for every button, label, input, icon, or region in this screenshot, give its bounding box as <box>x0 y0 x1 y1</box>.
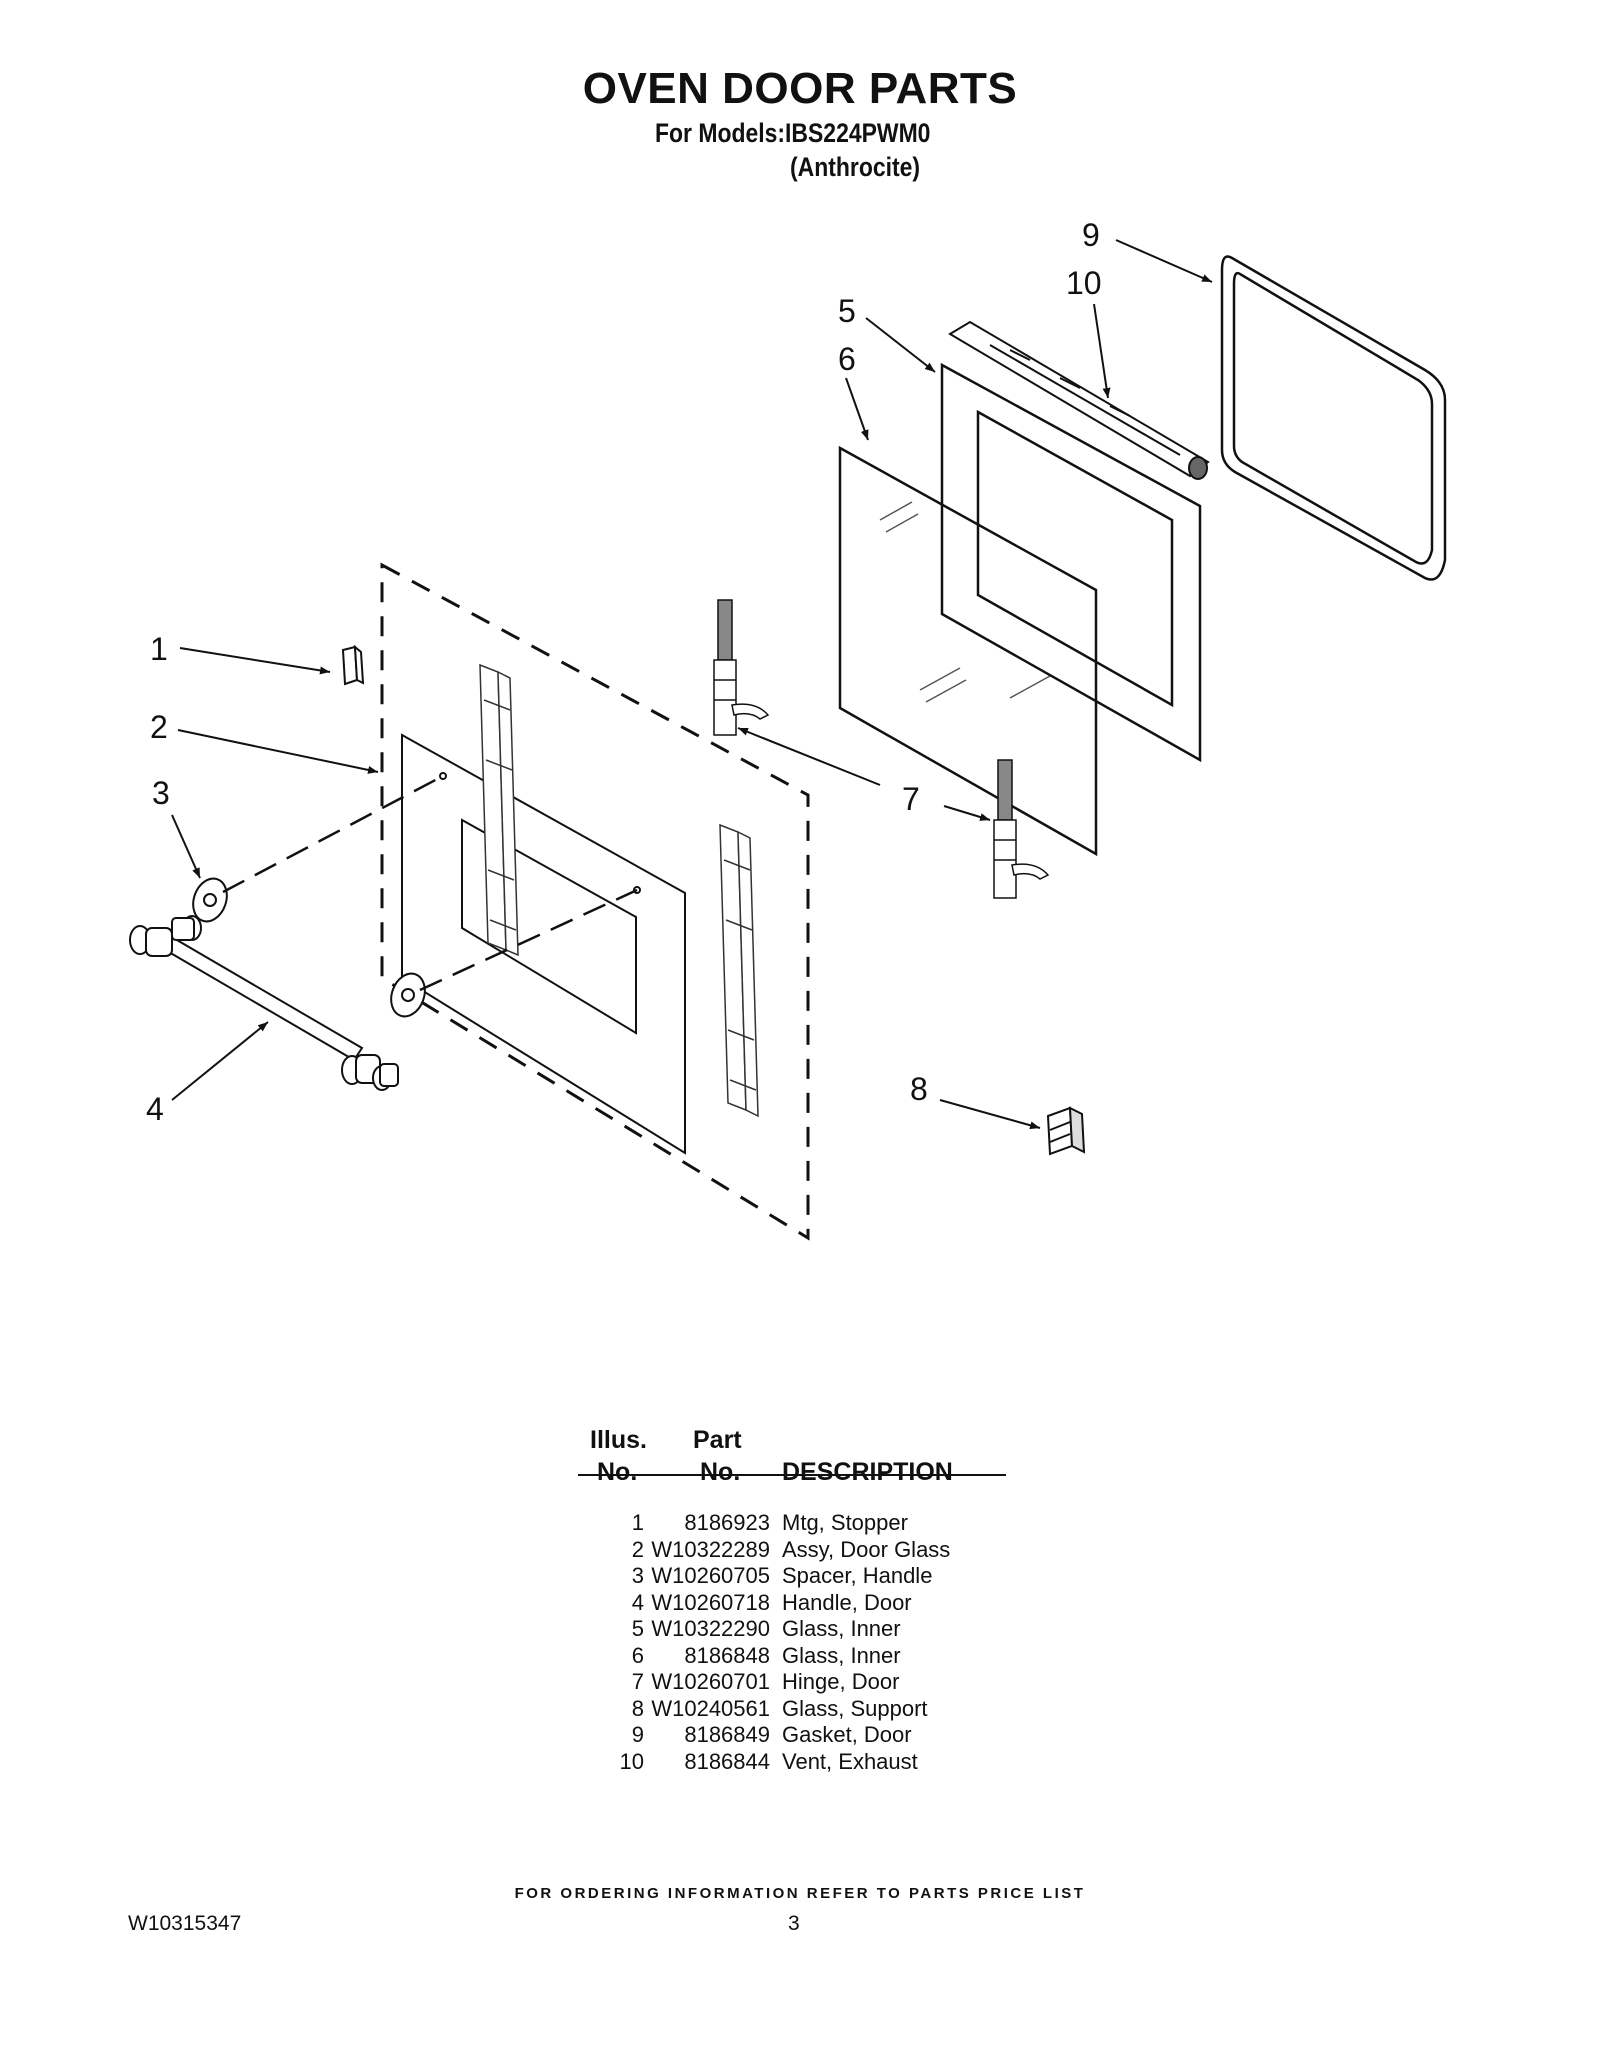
illus-no: 6 <box>631 1643 644 1668</box>
models-line: For Models:IBS224PWM0 <box>655 118 931 148</box>
table-header-rule <box>578 1474 1006 1476</box>
callout-1: 1 <box>150 631 168 667</box>
leader-arrow-5 <box>865 317 936 373</box>
part-no: W10260718 <box>651 1590 770 1615</box>
exploded-parts-diagram: 1 2 3 4 5 6 7 8 9 10 <box>129 217 1447 1241</box>
part-description: Glass, Inner <box>782 1643 901 1668</box>
th-description: DESCRIPTION <box>782 1458 953 1486</box>
part-no: W10322290 <box>651 1616 770 1641</box>
ordering-note: FOR ORDERING INFORMATION REFER TO PARTS … <box>514 1885 1086 1902</box>
callout-4: 4 <box>146 1091 164 1127</box>
th-part-bottom: No. <box>700 1458 741 1486</box>
table-row: 8 W10240561 Glass, Support <box>578 1696 1008 1722</box>
part-no: W10260701 <box>651 1669 770 1694</box>
part-description: Vent, Exhaust <box>782 1749 918 1774</box>
part-description: Mtg, Stopper <box>782 1510 908 1535</box>
illus-no: 10 <box>619 1749 644 1774</box>
leader-arrow-6 <box>845 377 869 441</box>
callout-3: 3 <box>152 775 170 811</box>
page-number: 3 <box>788 1912 800 1935</box>
th-illus-bottom: No. <box>597 1458 638 1486</box>
table-row: 7 W10260701 Hinge, Door <box>578 1669 1008 1695</box>
leader-arrow-3 <box>171 814 201 879</box>
table-row: 6 8186848 Glass, Inner <box>578 1643 1008 1669</box>
callout-5: 5 <box>838 293 856 329</box>
inner-glass-5 <box>940 362 1202 763</box>
part-description: Assy, Door Glass <box>782 1537 951 1562</box>
part-description: Hinge, Door <box>782 1669 900 1694</box>
glass-support <box>1046 1106 1086 1156</box>
part-description: Glass, Inner <box>782 1616 901 1641</box>
door-hinge-lower <box>993 759 1050 899</box>
table-row: 4 W10260718 Handle, Door <box>578 1590 1008 1616</box>
door-side-rail-left <box>479 663 519 957</box>
part-no: W10240561 <box>651 1696 770 1721</box>
illus-no: 3 <box>631 1563 644 1588</box>
illus-no: 7 <box>631 1669 644 1694</box>
illus-no: 4 <box>631 1590 644 1615</box>
door-outline-dashed <box>380 562 810 1241</box>
handle-spacer-bottom <box>390 972 426 1018</box>
leader-arrow-8 <box>939 1099 1041 1130</box>
th-part-top: Part <box>693 1426 742 1454</box>
illus-no: 2 <box>631 1537 644 1562</box>
part-no: 8186848 <box>684 1643 770 1668</box>
callout-10: 10 <box>1066 265 1102 301</box>
leader-arrow-4 <box>171 1021 269 1101</box>
leader-arrows <box>171 239 1213 1130</box>
leader-arrow-1 <box>179 647 331 675</box>
table-row: 3 W10260705 Spacer, Handle <box>578 1563 1008 1589</box>
illus-no: 9 <box>631 1722 644 1747</box>
part-no: 8186849 <box>684 1722 770 1747</box>
leader-arrow-7b <box>943 805 991 821</box>
part-description: Spacer, Handle <box>782 1563 933 1588</box>
leader-arrow-2 <box>177 729 379 774</box>
part-description: Glass, Support <box>782 1696 928 1721</box>
mtg-stopper <box>341 644 365 686</box>
leader-arrow-7a <box>737 727 881 786</box>
table-row: 2 W10322289 Assy, Door Glass <box>578 1537 1008 1563</box>
part-description: Gasket, Door <box>782 1722 912 1747</box>
leader-arrow-9 <box>1115 239 1213 283</box>
table-row: 9 8186849 Gasket, Door <box>578 1722 1008 1748</box>
exhaust-vent <box>948 320 1210 480</box>
part-description: Handle, Door <box>782 1590 912 1615</box>
table-row: 10 8186844 Vent, Exhaust <box>578 1749 1008 1775</box>
callout-7: 7 <box>902 781 920 817</box>
door-glass-assembly <box>401 733 686 1155</box>
mount-line-top <box>222 774 444 894</box>
callout-6: 6 <box>838 341 856 377</box>
table-row: 1 8186923 Mtg, Stopper <box>578 1510 1008 1536</box>
handle-spacer-top <box>192 877 228 923</box>
variant-line: (Anthrocite) <box>790 152 921 182</box>
door-gasket <box>1220 255 1447 581</box>
mount-line-bottom <box>419 888 638 992</box>
page-title: OVEN DOOR PARTS <box>582 64 1018 113</box>
part-no: 8186844 <box>684 1749 770 1774</box>
leader-arrow-10 <box>1093 303 1111 399</box>
door-side-rail-right <box>719 823 759 1118</box>
illus-no: 5 <box>631 1616 644 1641</box>
part-no: W10260705 <box>651 1563 770 1588</box>
th-illus-top: Illus. <box>590 1426 647 1454</box>
illus-no: 8 <box>631 1696 644 1721</box>
part-no: 8186923 <box>684 1510 770 1535</box>
table-row: 5 W10322290 Glass, Inner <box>578 1616 1008 1642</box>
door-hinge-upper <box>713 599 770 736</box>
part-no: W10322289 <box>651 1537 770 1562</box>
inner-glass-6 <box>838 445 1098 857</box>
illus-no: 1 <box>631 1510 644 1535</box>
callout-8: 8 <box>910 1071 928 1107</box>
callout-2: 2 <box>150 709 168 745</box>
document-number: W10315347 <box>128 1912 242 1935</box>
door-handle <box>129 915 399 1091</box>
callout-9: 9 <box>1082 217 1100 253</box>
